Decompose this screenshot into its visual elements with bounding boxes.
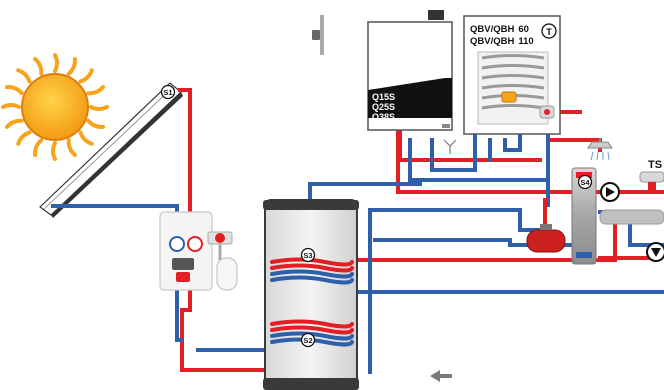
coil-turn: [270, 263, 354, 273]
safety-valve-group: [207, 231, 233, 260]
sensor-marker: [300, 247, 316, 263]
sensor-label: S4: [580, 178, 590, 187]
shower-icon: [587, 138, 613, 161]
sun-ray: [4, 85, 24, 96]
coil-turn: [481, 104, 545, 110]
sun-ray: [66, 56, 77, 76]
coil-turn: [270, 275, 354, 285]
sun-ray: [78, 130, 94, 146]
sensor-s1: S1: [160, 84, 176, 100]
mixing-valve-icon: [639, 171, 664, 190]
ts-label: TS: [648, 159, 662, 171]
heating-distribution-pipe: [599, 209, 664, 225]
sun-ray: [4, 118, 24, 129]
boiler-model-3: Q38S: [372, 112, 395, 122]
sun-ray: [33, 138, 44, 158]
pump-icon: [646, 242, 664, 262]
return-arrow-icon: [430, 370, 452, 382]
expansion-vessel-icon: [526, 224, 566, 253]
valve-icon: [539, 105, 555, 119]
coil-turn: [270, 331, 354, 341]
coil-turn: [481, 74, 545, 80]
sun-ray: [66, 138, 77, 158]
sensor-s4: S4: [577, 174, 593, 190]
coil-turn: [270, 319, 354, 329]
sun-ray: [1, 103, 21, 109]
sun-ray: [16, 68, 32, 84]
coil-turn: [270, 269, 354, 279]
cylinder-capacity-1: 60: [518, 24, 529, 35]
sensor-marker: [300, 332, 316, 348]
cylinder-name-1: QBV/QBH: [470, 24, 514, 35]
coil-turn: [270, 325, 354, 335]
cylinder-capacity-2: 110: [518, 36, 533, 47]
hot-water-cylinder-icon: QBV/QBH 60 QBV/QBH 110 T: [463, 15, 561, 135]
sensor-label: S1: [163, 88, 172, 97]
expansion-vessel-icon: [216, 257, 238, 291]
sensor-marker: [160, 84, 176, 100]
coil-turn: [481, 54, 545, 60]
sun-ray: [86, 118, 106, 129]
lower-solar-coil: [270, 319, 354, 347]
sun-ray: [51, 141, 57, 161]
boiler-model-1: Q15S: [372, 92, 395, 102]
thermostat-symbol: T: [546, 27, 552, 37]
pump-icon: [600, 182, 620, 202]
upper-heating-coil: [270, 257, 354, 285]
coil-turn: [270, 337, 354, 347]
sun-icon: [1, 53, 109, 161]
sun-ray: [78, 68, 94, 84]
sun-ray: [53, 53, 59, 73]
room-thermostat-icon: [312, 15, 324, 55]
cylinder-name-2: QBV/QBH: [470, 36, 514, 47]
sun-ray: [33, 56, 44, 76]
sun-ray: [16, 130, 32, 146]
boiler-model-2: Q25S: [372, 102, 395, 112]
sensor-s2: S2: [300, 332, 316, 348]
boiler-icon: Q15S Q25S Q38S: [367, 10, 453, 131]
condensate-icon: [443, 139, 457, 154]
sensor-label: S3: [303, 251, 312, 260]
sun-ray: [86, 85, 106, 96]
solar-panel-icon: [39, 82, 183, 218]
coil-turn: [481, 84, 545, 90]
sensor-label: S2: [303, 336, 312, 345]
coil-turn: [270, 257, 354, 267]
solar-pump-station: [159, 211, 213, 291]
hot-water-cylinder-tank: [263, 199, 359, 390]
sensor-s3: S3: [300, 247, 316, 263]
sun-ray: [89, 105, 109, 111]
coil-turn: [481, 64, 545, 70]
sensor-marker: [577, 174, 593, 190]
